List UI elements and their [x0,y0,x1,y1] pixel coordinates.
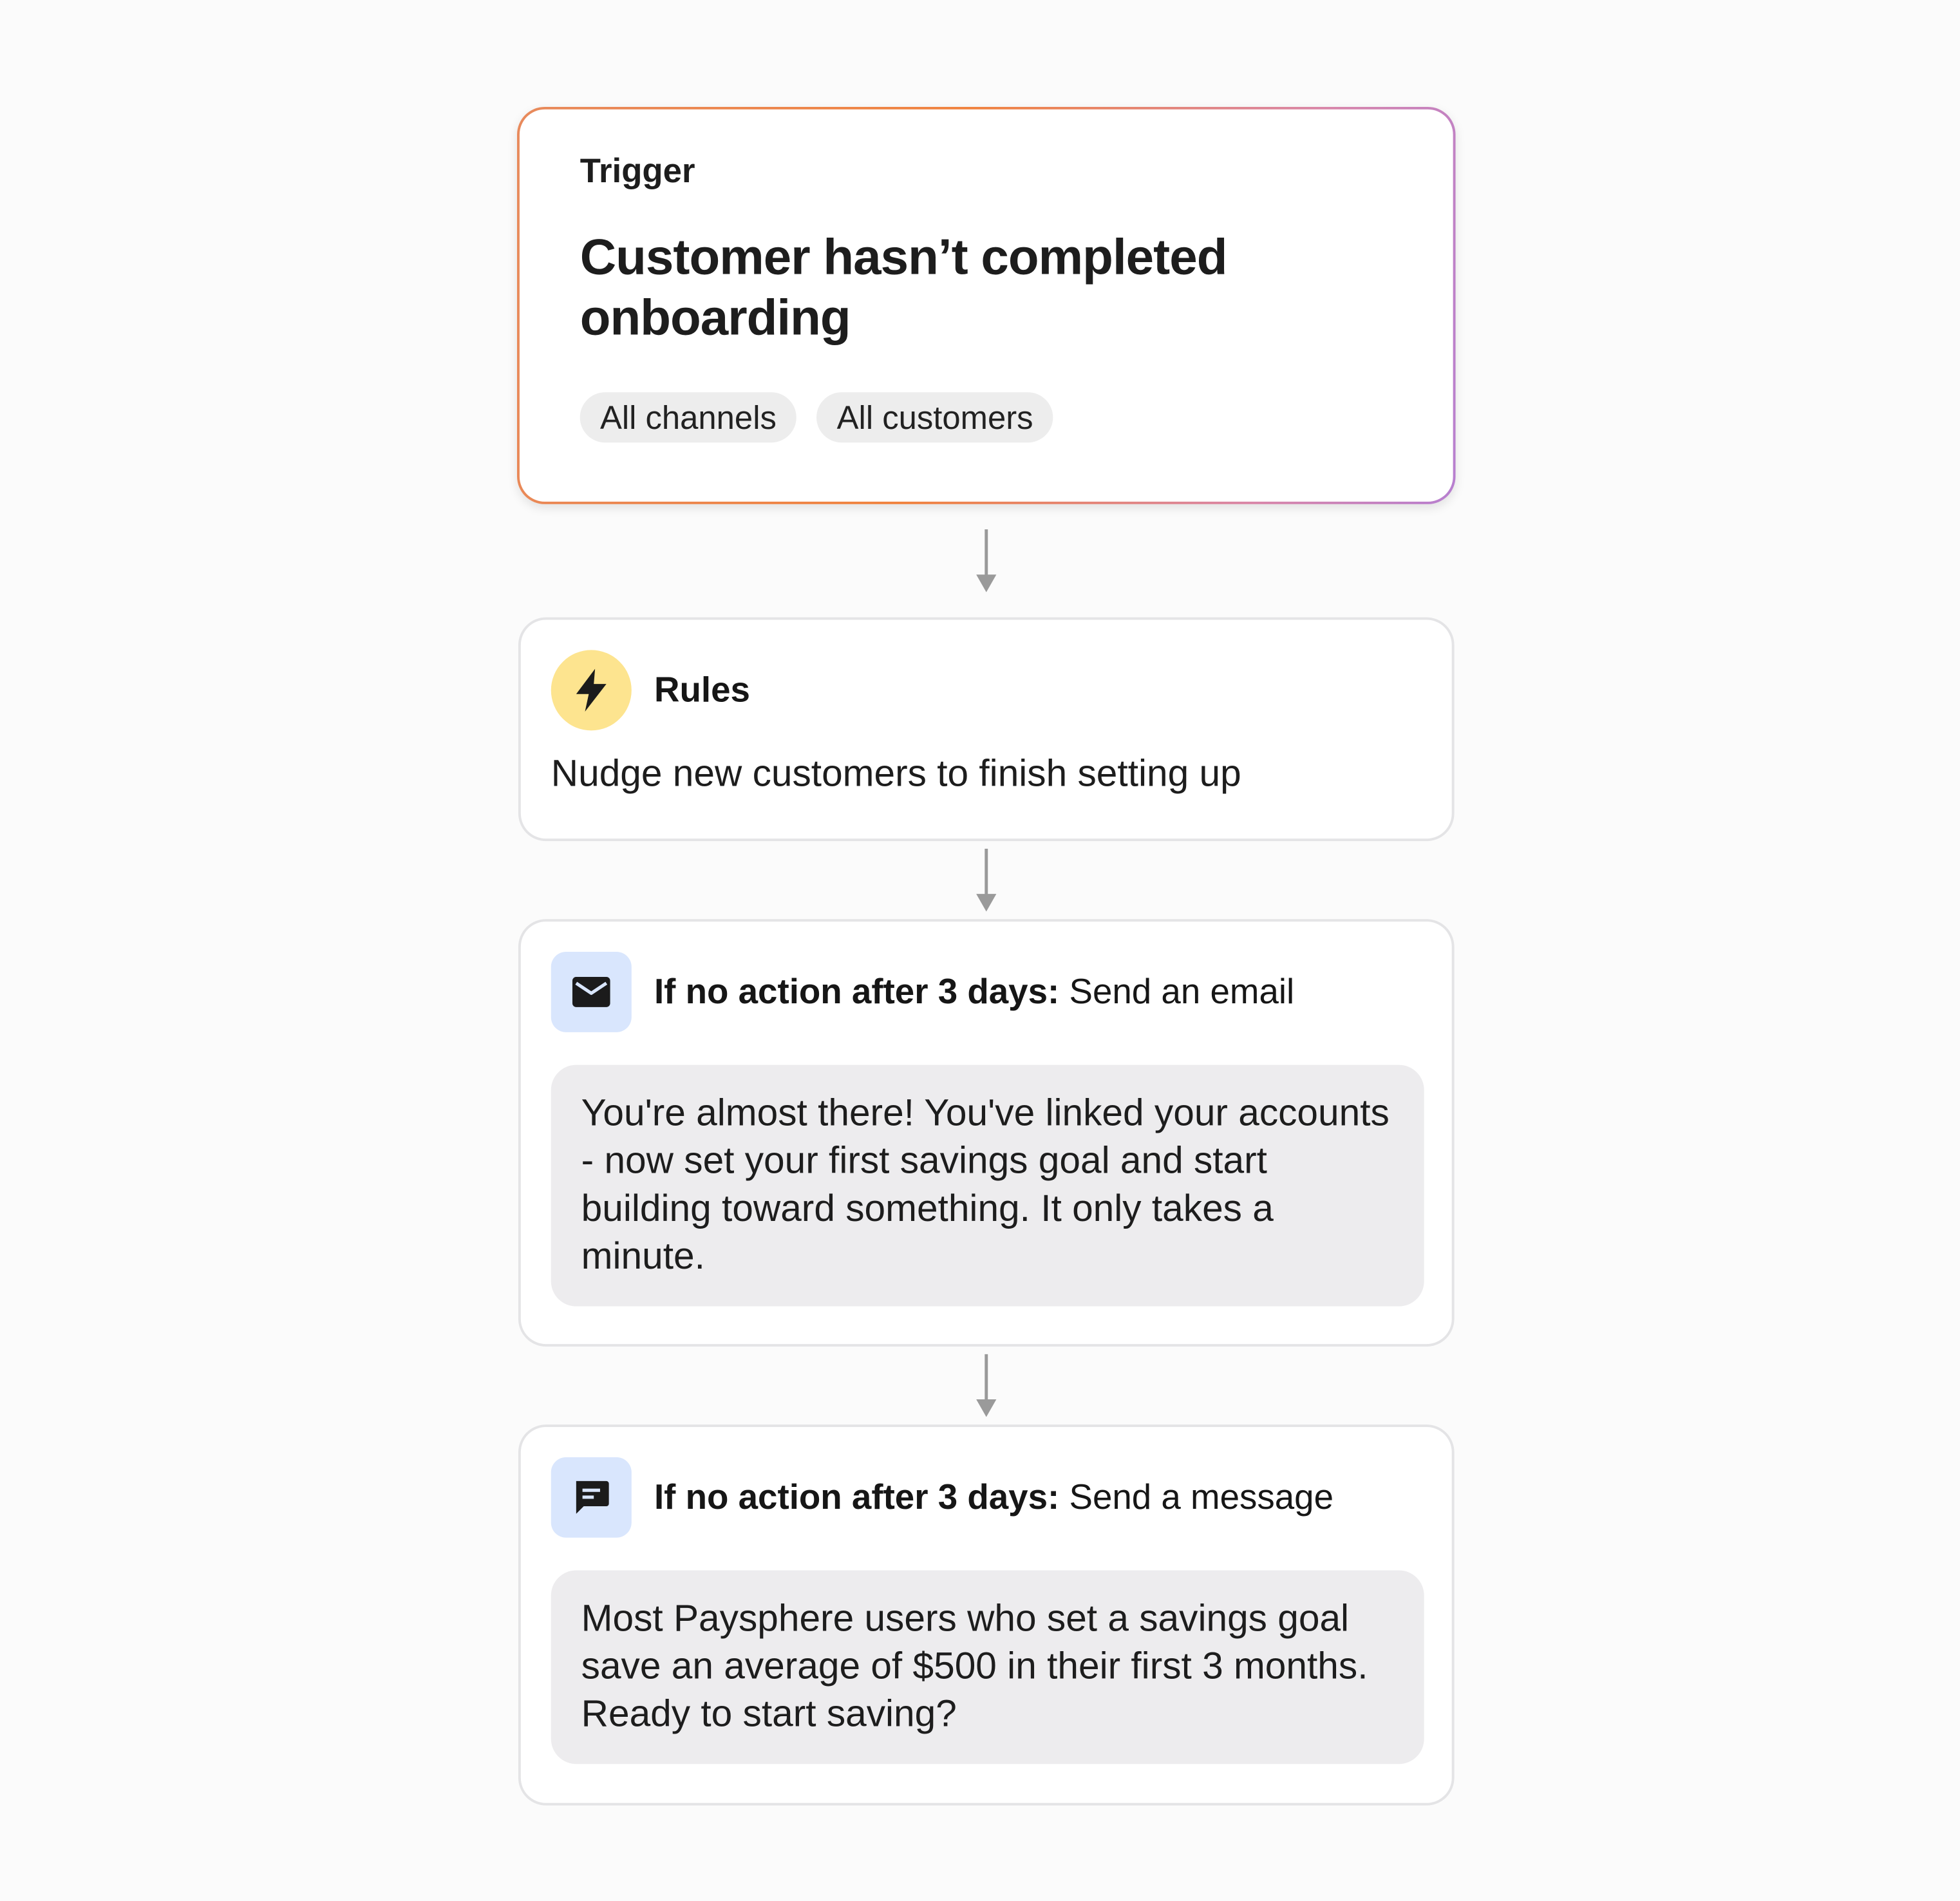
email-step-action: Send an email [1069,972,1295,1011]
envelope-icon [551,951,632,1032]
chip-all-channels[interactable]: All channels [580,392,797,443]
message-step-condition: If no action after 3 days: [654,1477,1060,1517]
email-step-condition: If no action after 3 days: [654,972,1060,1011]
chat-message-icon [551,1457,632,1538]
email-step-card[interactable]: If no action after 3 days: Send an email… [518,919,1455,1347]
message-step-heading: If no action after 3 days: Send a messag… [654,1457,1333,1538]
lightning-bolt-icon [551,650,632,731]
trigger-card-body: Trigger Customer hasn’t completed onboar… [519,109,1453,502]
chip-all-customers[interactable]: All customers [816,392,1053,443]
email-step-heading: If no action after 3 days: Send an email [654,952,1294,1032]
flow-arrow [976,848,997,912]
trigger-label: Trigger [580,152,695,190]
message-preview: Most Paysphere users who set a savings g… [551,1570,1424,1764]
trigger-title: Customer hasn’t completed onboarding [580,230,1228,346]
trigger-chips: All channels All customers [580,392,1053,443]
message-step-card[interactable]: If no action after 3 days: Send a messag… [518,1424,1455,1806]
email-message-preview: You're almost there! You've linked your … [551,1064,1424,1307]
flow-arrow [976,1354,997,1417]
message-step-action: Send a message [1069,1477,1334,1517]
rules-card[interactable]: Rules Nudge new customers to finish sett… [518,617,1455,842]
rules-title: Rules [654,670,750,710]
trigger-card[interactable]: Trigger Customer hasn’t completed onboar… [517,106,1456,504]
rules-description: Nudge new customers to finish setting up [551,753,1241,795]
flow-arrow [976,529,997,592]
